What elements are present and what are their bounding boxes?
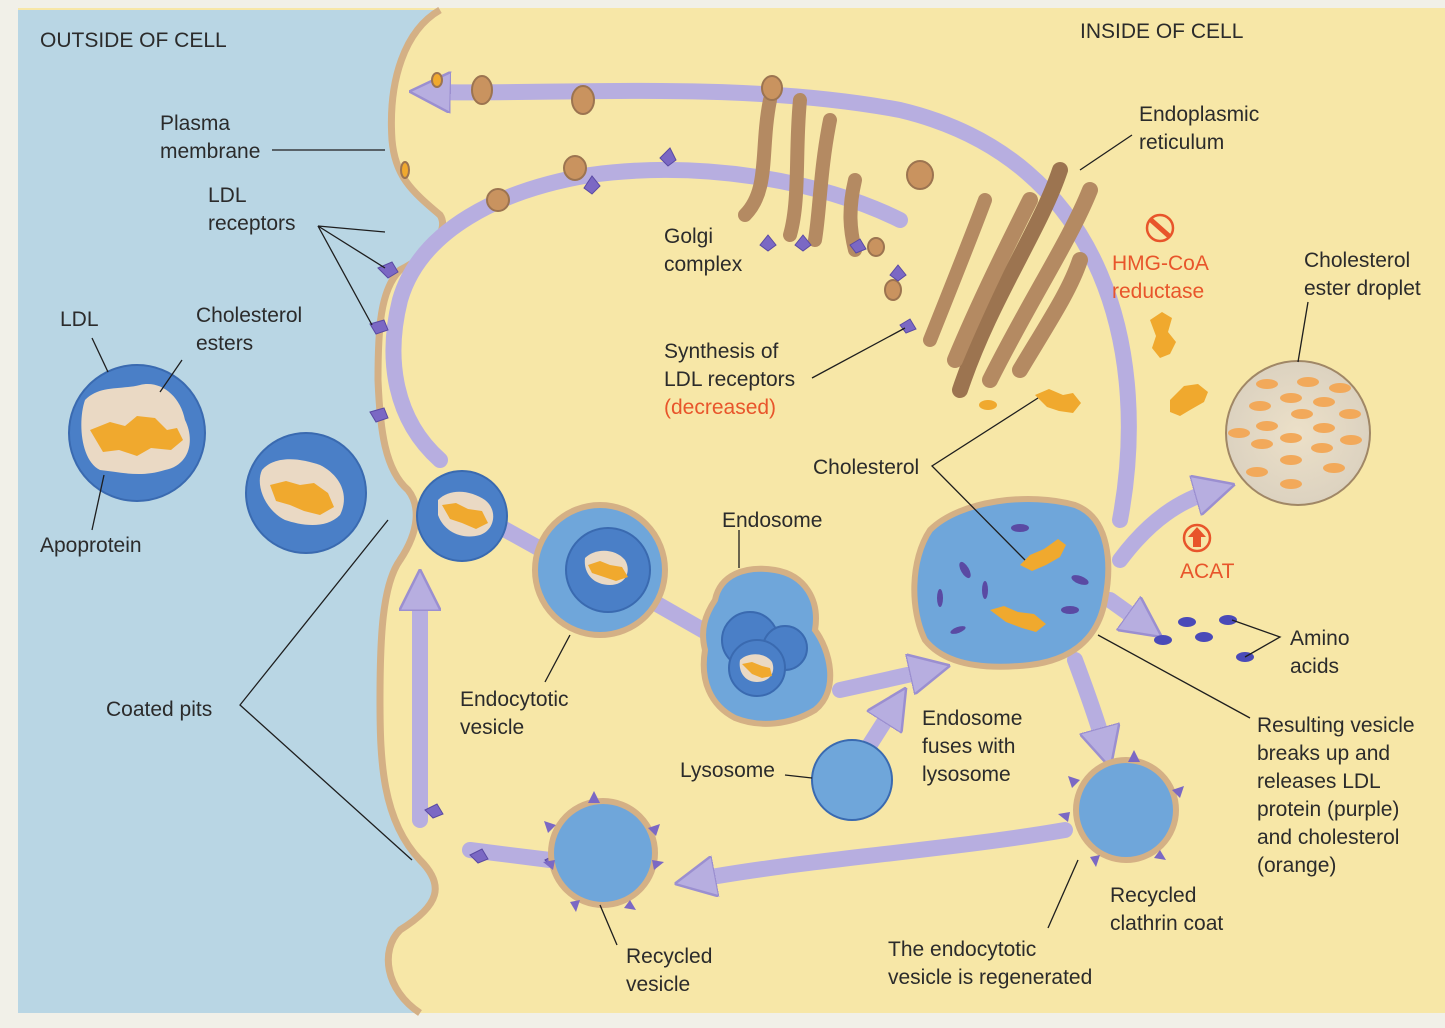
ldl-receptors-label-2: receptors xyxy=(208,212,296,235)
coated-pits-label: Coated pits xyxy=(106,698,212,721)
synthesis-label-1: Synthesis of xyxy=(664,340,779,363)
resulting-vesicle-label-5: and cholesterol xyxy=(1257,826,1399,849)
ldl-particle-1 xyxy=(68,364,206,502)
recycled-clathrin-vesicle xyxy=(1058,750,1184,867)
apoprotein-label: Apoprotein xyxy=(40,534,142,557)
ldl-receptors-label-1: LDL xyxy=(208,184,247,207)
arrow-clathrin-to-recycled xyxy=(695,822,1073,880)
endosome-fuses-label-3: lysosome xyxy=(922,763,1011,786)
leader-lines xyxy=(91,134,1309,946)
outside-cell-label: OUTSIDE OF CELL xyxy=(40,29,227,52)
endosome-fuses-label-1: Endosome xyxy=(922,707,1022,730)
recycled-vesicle xyxy=(543,791,664,912)
resulting-vesicle-label-6: (orange) xyxy=(1257,854,1336,877)
er-label-2: reticulum xyxy=(1139,131,1224,154)
plasma-membrane-label-2: membrane xyxy=(160,140,260,163)
plasma-membrane xyxy=(374,6,447,1016)
cholesterol-esters-label-2: esters xyxy=(196,332,253,355)
inside-cell-label: INSIDE OF CELL xyxy=(1080,20,1243,43)
resulting-vesicle-label-2: breaks up and xyxy=(1257,742,1390,765)
endosome-fuses-label-2: fuses with xyxy=(922,735,1015,758)
recycled-clathrin-label-2: clathrin coat xyxy=(1110,912,1223,935)
regenerated-label-2: vesicle is regenerated xyxy=(888,966,1092,989)
endosome-label: Endosome xyxy=(722,509,822,532)
endocytotic-vesicle-label-2: vesicle xyxy=(460,716,524,739)
endoplasmic-reticulum xyxy=(923,162,1098,398)
acat-label: ACAT xyxy=(1180,560,1235,583)
acat-increase-icon xyxy=(1182,523,1212,553)
arrow-to-droplet xyxy=(1112,490,1215,568)
hmg-coa-inhibit-icon xyxy=(1145,213,1175,243)
fused-endolysosome xyxy=(911,495,1112,670)
lysosome-label: Lysosome xyxy=(680,759,775,782)
synthesis-label-2: LDL receptors xyxy=(664,368,795,391)
amino-acids-label-2: acids xyxy=(1290,655,1339,678)
endosome xyxy=(700,565,834,727)
coated-pit-ldl xyxy=(416,470,508,562)
resulting-vesicle-label-4: protein (purple) xyxy=(1257,798,1399,821)
cholesterol-label: Cholesterol xyxy=(813,456,919,479)
recycled-vesicle-label-2: vesicle xyxy=(626,973,690,996)
er-label-1: Endoplasmic xyxy=(1139,103,1259,126)
arrow-to-amino-acids xyxy=(1102,592,1145,625)
endocytotic-vesicle xyxy=(532,502,668,638)
amino-acids-label-1: Amino xyxy=(1290,627,1350,650)
droplet-label-1: Cholesterol xyxy=(1304,249,1410,272)
ldl-label: LDL xyxy=(60,308,99,331)
arrow-to-clathrin xyxy=(1067,652,1105,748)
free-cholesterol xyxy=(979,312,1208,416)
lysosome xyxy=(811,739,893,821)
endocytotic-vesicle-label-1: Endocytotic xyxy=(460,688,569,711)
recycled-vesicle-label-1: Recycled xyxy=(626,945,712,968)
recycled-clathrin-label-1: Recycled xyxy=(1110,884,1196,907)
transport-vesicles xyxy=(400,72,934,301)
synthesis-status-label: (decreased) xyxy=(664,396,776,419)
resulting-vesicle-label-1: Resulting vesicle xyxy=(1257,714,1415,737)
regenerated-label-1: The endocytotic xyxy=(888,938,1036,961)
hmg-coa-label-2: reductase xyxy=(1112,280,1204,303)
cholesterol-esters-label-1: Cholesterol xyxy=(196,304,302,327)
ldl-particle-2 xyxy=(245,432,367,554)
golgi-label-2: complex xyxy=(664,253,743,276)
golgi-label-1: Golgi xyxy=(664,225,713,248)
cholesterol-ester-droplet xyxy=(1225,360,1371,506)
arrow-endosome-to-fusion xyxy=(832,670,930,698)
resulting-vesicle-label-3: releases LDL xyxy=(1257,770,1381,793)
droplet-label-2: ester droplet xyxy=(1304,277,1421,300)
plasma-membrane-label-1: Plasma xyxy=(160,112,230,135)
hmg-coa-label-1: HMG-CoA xyxy=(1112,252,1209,275)
